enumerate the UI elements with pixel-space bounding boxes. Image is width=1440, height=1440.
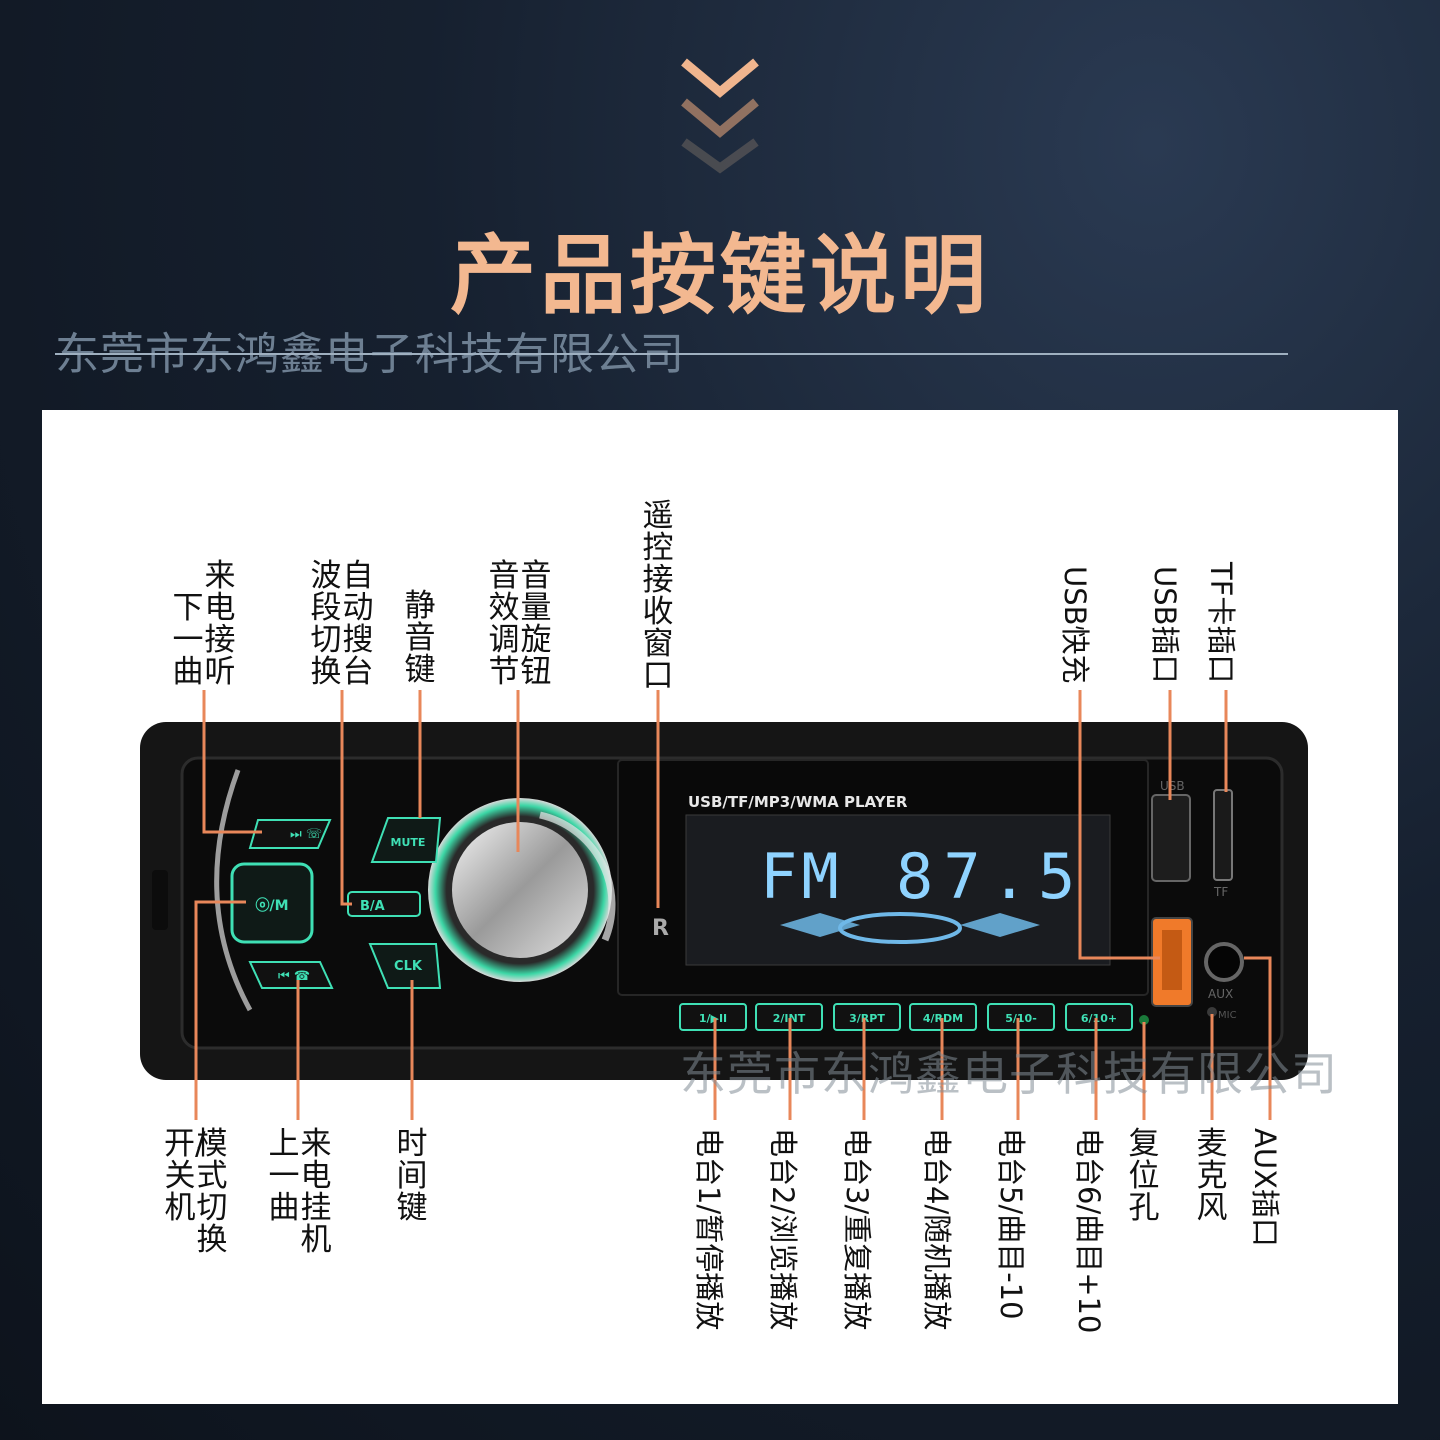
label-ir-window: 遥控接收窗口 xyxy=(642,498,674,694)
label-mute: 静音键 xyxy=(404,588,436,688)
label-auto-search: 自动搜台 xyxy=(342,558,374,690)
label-preset-3: 电台3/重复播放 xyxy=(840,1128,874,1331)
preset-button-5[interactable] xyxy=(987,1003,1055,1031)
volume-knob[interactable] xyxy=(452,822,588,958)
svg-text:CLK: CLK xyxy=(394,959,423,974)
label-next-track: 下一曲 xyxy=(172,590,204,690)
car-stereo-diagram: USB/TF/MP3/WMA PLAYER FM 87.5 R ⓞ/M ⏭ ☏ … xyxy=(140,690,1308,1120)
leader-line xyxy=(1078,690,1160,960)
lcd-band: FM xyxy=(760,840,843,913)
svg-text:MIC: MIC xyxy=(1218,1010,1237,1021)
chevron-down-icon xyxy=(681,98,759,138)
chevron-down-icon xyxy=(681,138,759,174)
preset-button-6[interactable] xyxy=(1065,1003,1133,1031)
usb-port[interactable] xyxy=(1151,794,1191,882)
lcd-frequency: 87.5 xyxy=(896,840,1085,913)
preset-button-label: 6/10+ xyxy=(1081,1012,1117,1025)
svg-text:B/A: B/A xyxy=(360,899,385,914)
mute-button[interactable] xyxy=(370,817,442,863)
label-mode-switch: 模式切换 xyxy=(196,1126,228,1258)
preset-button-label: 5/10- xyxy=(1005,1012,1037,1025)
label-usb-charge: USB快充 xyxy=(1058,566,1092,684)
label-volume-knob: 音量旋钮 xyxy=(520,558,552,690)
label-reset: 复位孔 xyxy=(1128,1126,1160,1226)
reset-hole[interactable] xyxy=(1139,1015,1149,1025)
prev-icon: ⏮ ☎ xyxy=(278,969,310,984)
leader-line xyxy=(1244,956,1272,1120)
mic-hole xyxy=(1207,1007,1217,1017)
svg-text:ⓞ/M: ⓞ/M xyxy=(255,897,288,914)
label-prev-track: 上一曲 xyxy=(268,1126,300,1226)
label-preset-5: 电台5/曲目-10 xyxy=(994,1128,1028,1320)
next-track-button[interactable] xyxy=(248,819,332,849)
preset-button-1[interactable] xyxy=(679,1003,747,1031)
player-label: USB/TF/MP3/WMA PLAYER xyxy=(688,793,908,811)
label-preset-2: 电台2/浏览播放 xyxy=(766,1128,800,1331)
ir-window: R xyxy=(652,916,669,941)
label-aux: AUX插口 xyxy=(1248,1128,1282,1247)
svg-text:USB: USB xyxy=(1160,779,1185,793)
header-divider xyxy=(55,353,1288,355)
preset-button-label: 3/RPT xyxy=(849,1012,885,1025)
label-sound-effect: 音效调节 xyxy=(488,558,520,690)
label-preset-1: 电台1/暂停播放 xyxy=(692,1128,726,1331)
label-power: 开/关机 xyxy=(164,1126,206,1226)
leader-line xyxy=(202,690,262,834)
label-usb-port: USB插口 xyxy=(1148,566,1182,684)
clock-button[interactable] xyxy=(368,943,442,989)
next-icon: ⏭ ☏ xyxy=(290,827,322,842)
leader-line xyxy=(340,690,352,906)
aux-jack[interactable] xyxy=(1204,942,1244,982)
tf-slot[interactable] xyxy=(1213,789,1233,881)
svg-text:MUTE: MUTE xyxy=(391,836,426,849)
label-preset-6: 电台6/曲目+10 xyxy=(1072,1128,1106,1334)
watermark: 东莞市东鸿鑫电子科技有限公司 xyxy=(680,1047,1338,1101)
preset-button-3[interactable] xyxy=(833,1003,901,1031)
svg-text:TF: TF xyxy=(1213,885,1228,899)
label-mic: 麦克风 xyxy=(1196,1126,1228,1226)
chevron-down-icon xyxy=(681,58,759,98)
label-clock: 时间键 xyxy=(396,1126,428,1226)
company-name: 东莞市东鸿鑫电子科技有限公司 xyxy=(55,329,685,380)
page-title: 产品按键说明 xyxy=(450,226,990,326)
leader-line xyxy=(194,900,246,1120)
label-tf-port: TF卡插口 xyxy=(1204,562,1238,684)
label-call-hangup: 来电挂机 xyxy=(300,1126,332,1258)
label-call-answer: 来电接听 xyxy=(204,558,236,690)
svg-text:AUX: AUX xyxy=(1208,987,1233,1001)
leader-lines xyxy=(194,690,1272,1120)
preset-button-label: 1/▶II xyxy=(699,1012,727,1025)
label-preset-4: 电台4/随机播放 xyxy=(920,1128,954,1331)
label-band-switch: 波段切换 xyxy=(310,558,342,690)
prev-track-button[interactable] xyxy=(248,961,334,989)
